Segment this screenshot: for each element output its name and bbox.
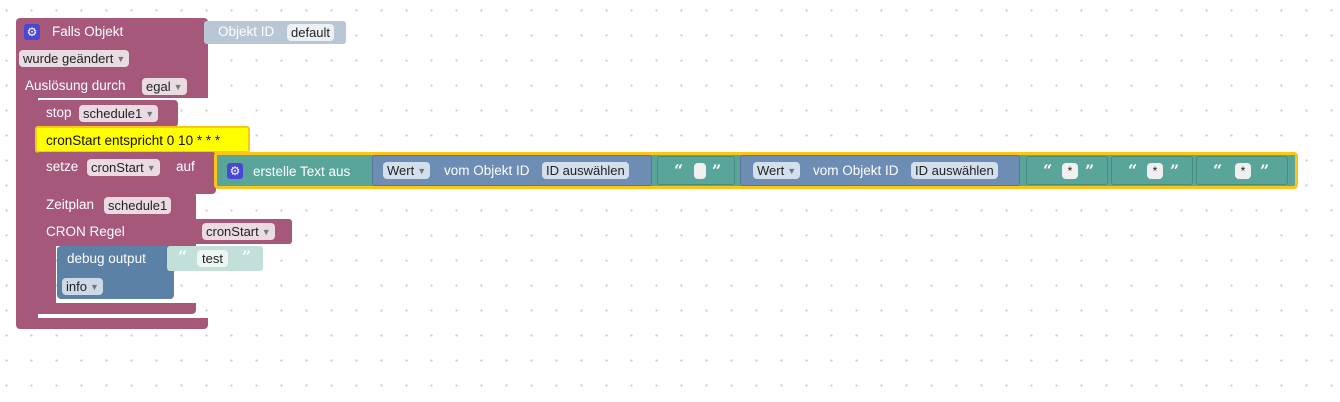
setze-block[interactable]: setze cronStart▼ auf xyxy=(36,152,216,194)
cron-rule-label: CRON Regel xyxy=(46,224,125,239)
event-title: Falls Objekt xyxy=(52,24,124,39)
event-block-bottom xyxy=(16,318,208,329)
text-join-label: erstelle Text aus xyxy=(253,164,351,179)
text-literal-4-field[interactable]: * xyxy=(1235,163,1251,179)
zeitplan-schedule-field[interactable]: schedule1 xyxy=(104,197,172,214)
id-select-2-value: ID auswählen xyxy=(915,163,994,178)
text-literal-1-field[interactable] xyxy=(694,163,706,179)
text-literal-3-field[interactable]: * xyxy=(1147,163,1163,179)
trigger-dropdown-value: wurde geändert xyxy=(23,51,114,66)
wert-block-2[interactable]: Wert▼ vom Objekt ID ID auswählen xyxy=(740,155,1020,186)
chevron-down-icon: ▼ xyxy=(89,282,99,292)
close-quote-icon: ” xyxy=(242,247,252,266)
comment-text: cronStart entspricht 0 10 * * * xyxy=(46,133,221,148)
wert-block-1[interactable]: Wert▼ vom Objekt ID ID auswählen xyxy=(372,155,652,186)
zeitplan-label: Zeitplan xyxy=(46,197,95,212)
ausloesung-dropdown[interactable]: egal▼ xyxy=(142,78,187,95)
close-quote-icon: ” xyxy=(1085,161,1095,180)
stop-schedule-block[interactable]: stop schedule1▼ xyxy=(36,100,178,127)
wert-1-middle-label: vom Objekt ID xyxy=(444,163,530,178)
object-id-value-field[interactable]: default xyxy=(287,24,335,41)
wert-dropdown-1[interactable]: Wert▼ xyxy=(383,162,431,179)
open-quote-icon: “ xyxy=(1128,161,1138,180)
text-literal-block-3[interactable]: “ * ” xyxy=(1111,156,1193,185)
open-quote-icon: “ xyxy=(674,161,684,180)
text-literal-block-4[interactable]: “ * ” xyxy=(1196,156,1288,185)
open-quote-icon: “ xyxy=(178,247,188,266)
wert-dropdown-2[interactable]: Wert▼ xyxy=(753,162,801,179)
open-quote-icon: “ xyxy=(1043,161,1053,180)
open-quote-icon: “ xyxy=(1213,161,1223,180)
gear-icon[interactable]: ⚙ xyxy=(24,24,40,40)
object-id-label: Objekt ID xyxy=(218,24,275,39)
chevron-down-icon: ▼ xyxy=(417,166,427,176)
comment-block[interactable]: cronStart entspricht 0 10 * * * xyxy=(35,126,250,153)
zeitplan-block-bottom xyxy=(36,303,196,314)
chevron-down-icon: ▼ xyxy=(146,163,156,173)
stop-schedule-dropdown[interactable]: schedule1▼ xyxy=(79,105,159,122)
debug-level-value: info xyxy=(66,279,87,294)
debug-text-block[interactable]: “ test ” xyxy=(167,246,263,271)
zeitplan-schedule-value: schedule1 xyxy=(108,198,168,213)
ausloesung-label: Auslösung durch xyxy=(25,78,126,93)
object-id-input-block[interactable]: Objekt ID default xyxy=(204,21,346,44)
ausloesung-dropdown-value: egal xyxy=(146,79,171,94)
cron-variable-value: cronStart xyxy=(206,224,259,239)
setze-variable-value: cronStart xyxy=(91,160,144,175)
debug-output-block[interactable]: debug output info▼ xyxy=(57,246,174,299)
auf-label: auf xyxy=(176,159,195,174)
event-block-left-arm xyxy=(16,95,38,325)
id-select-field-1[interactable]: ID auswählen xyxy=(542,162,629,179)
chevron-down-icon: ▼ xyxy=(116,54,126,64)
text-literal-block-2[interactable]: “ * ” xyxy=(1026,156,1108,185)
stop-label: stop xyxy=(46,105,72,120)
wert-dropdown-2-value: Wert xyxy=(757,163,785,178)
chevron-down-icon: ▼ xyxy=(787,166,797,176)
id-select-1-value: ID auswählen xyxy=(546,163,625,178)
chevron-down-icon: ▼ xyxy=(173,82,183,92)
debug-level-dropdown[interactable]: info▼ xyxy=(62,278,103,295)
debug-output-label: debug output xyxy=(67,251,146,266)
text-literal-2-field[interactable]: * xyxy=(1062,163,1078,179)
chevron-down-icon: ▼ xyxy=(145,109,155,119)
text-literal-block-1[interactable]: “ ” xyxy=(657,156,735,185)
stop-schedule-value: schedule1 xyxy=(83,106,143,121)
wert-dropdown-1-value: Wert xyxy=(387,163,415,178)
close-quote-icon: ” xyxy=(1170,161,1180,180)
gear-icon[interactable]: ⚙ xyxy=(227,163,243,179)
cron-variable-dropdown[interactable]: cronStart▼ xyxy=(202,223,275,240)
zeitplan-block-arm xyxy=(36,244,56,314)
wert-2-middle-label: vom Objekt ID xyxy=(813,163,899,178)
close-quote-icon: ” xyxy=(1260,161,1270,180)
trigger-dropdown[interactable]: wurde geändert▼ xyxy=(19,50,130,67)
id-select-field-2[interactable]: ID auswählen xyxy=(911,162,998,179)
setze-label: setze xyxy=(46,159,79,174)
chevron-down-icon: ▼ xyxy=(261,227,271,237)
debug-text-field[interactable]: test xyxy=(197,250,228,267)
close-quote-icon: ” xyxy=(712,161,722,180)
setze-variable-dropdown[interactable]: cronStart▼ xyxy=(87,159,160,176)
cron-variable-block[interactable]: cronStart▼ xyxy=(190,219,292,244)
